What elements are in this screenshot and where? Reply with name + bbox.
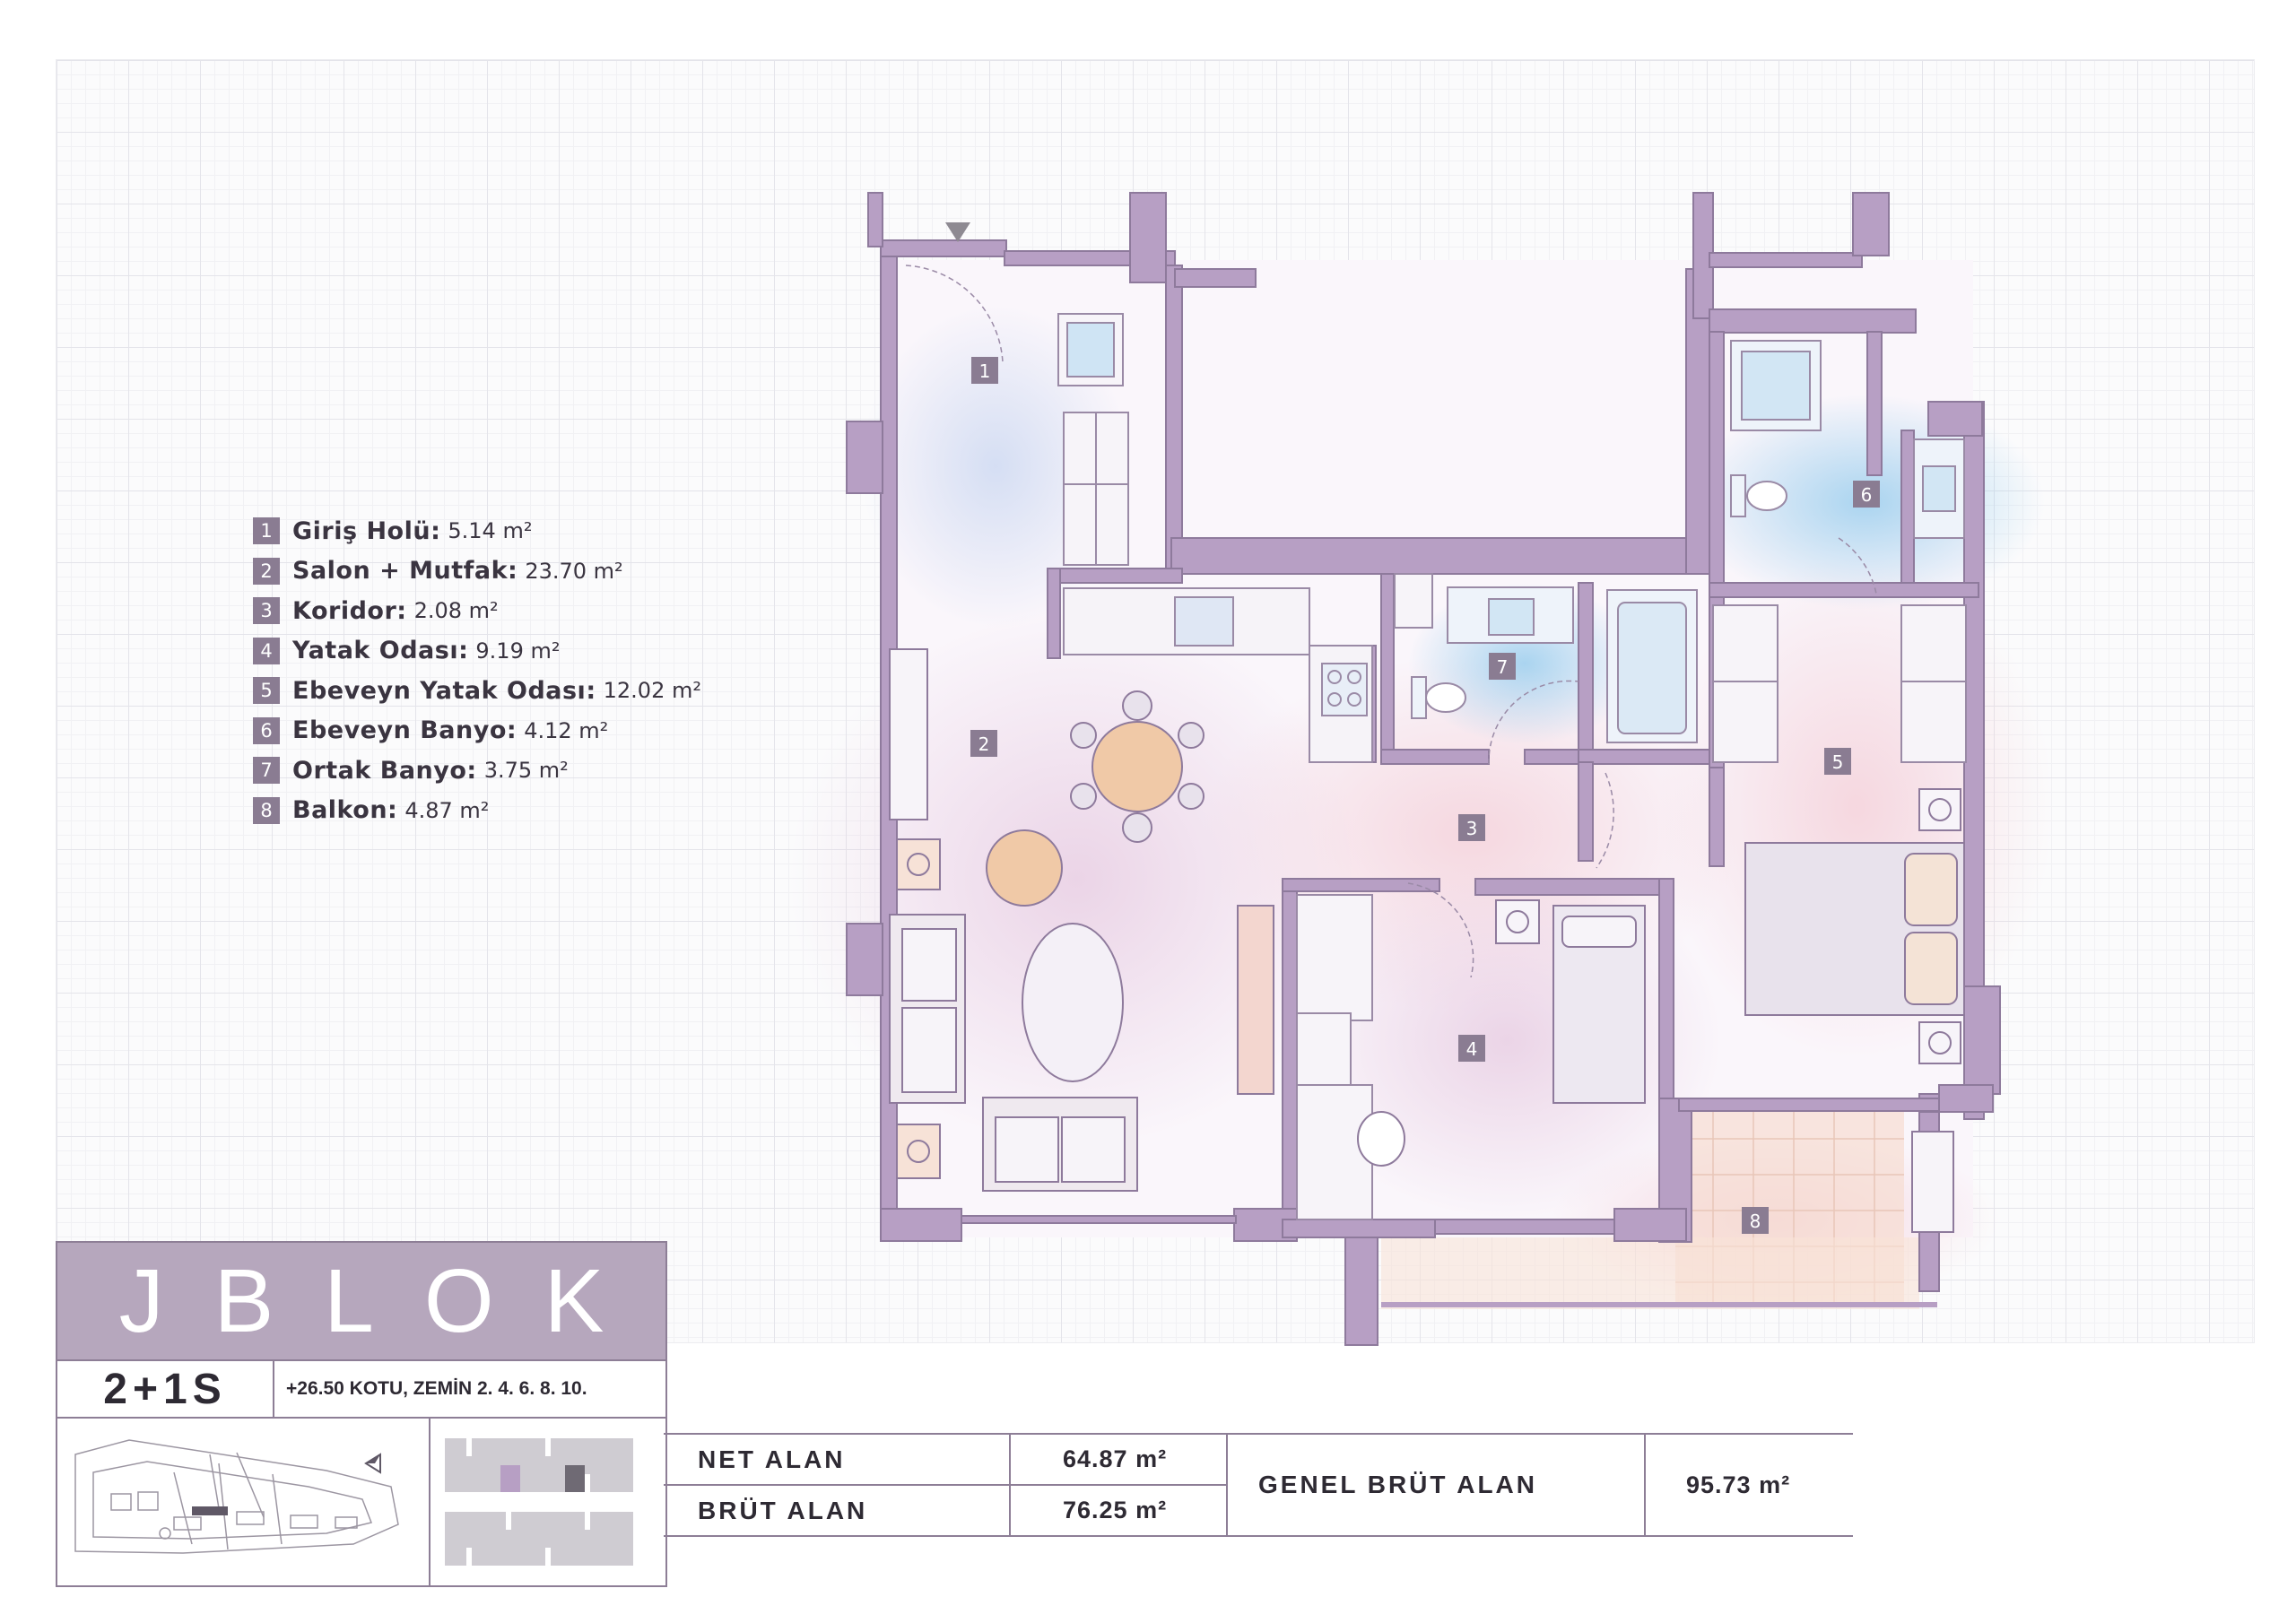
bath6-fixtures (1730, 340, 1965, 539)
plan-label: 7 (1497, 656, 1509, 678)
entry-arrow (945, 222, 970, 242)
plan-label: 1 (979, 360, 991, 382)
entry-cabinets (1057, 313, 1433, 629)
floor-key-map (430, 1419, 665, 1585)
unit-type-row: 2+1S +26.50 KOTU, ZEMİN 2. 4. 6. 8. 10. (57, 1359, 665, 1419)
floor-map-drawing (445, 1438, 633, 1566)
plan-label-box (971, 357, 998, 384)
legend-room-name: Yatak Odası: (292, 637, 469, 665)
plan-label: 6 (1861, 484, 1873, 506)
balcony-rail (1381, 1302, 1937, 1307)
legend-item: 3 Koridor:2.08 m² (253, 591, 701, 631)
legend-room-name: Giriş Holü: (292, 516, 441, 545)
table-divider (1226, 1435, 1228, 1535)
title-block: JBLOK 2+1S +26.50 KOTU, ZEMİN 2. 4. 6. 8… (56, 1241, 667, 1587)
plan-label: 3 (1466, 818, 1478, 839)
legend-room-name: Balkon: (292, 796, 398, 825)
legend-number: 2 (253, 557, 280, 585)
unit-type: 2+1S (57, 1361, 274, 1417)
legend-item: 5 Ebeveyn Yatak Odası: 12.02 m² (253, 671, 701, 711)
master-bed (1744, 788, 1965, 1064)
legend-room-area: 12.02 m² (603, 678, 701, 704)
balcony-strip (1381, 1237, 1919, 1309)
legend-item: 2 Salon + Mutfak: 23.70 m² (253, 551, 701, 592)
legend-item: 6 Ebeveyn Banyo: 4.12 m² (253, 711, 701, 751)
table-divider (1644, 1435, 1646, 1535)
legend-number: 1 (253, 517, 280, 545)
gross-area-label: BRÜT ALAN (698, 1496, 868, 1524)
single-bed (1237, 899, 1646, 1167)
legend-item: 8 Balkon:4.87 m² (253, 791, 701, 831)
legend-room-area: 23.70 m² (525, 558, 623, 584)
balcony-fixture (1911, 1131, 1954, 1233)
plan-label: 4 (1466, 1038, 1478, 1060)
legend-number: 4 (253, 637, 280, 664)
walls (846, 192, 2001, 1346)
plan-label: 5 (1832, 751, 1844, 773)
plan-label-group: 1 2 3 4 5 6 7 8 (970, 357, 1880, 1234)
legend-number: 5 (253, 677, 280, 705)
total-area-label: GENEL BRÜT ALAN (1258, 1471, 1537, 1498)
floor-levels: +26.50 KOTU, ZEMİN 2. 4. 6. 8. 10. (286, 1378, 587, 1399)
bath7-fixtures (1411, 586, 1698, 743)
key-maps (57, 1419, 665, 1585)
legend-number: 6 (253, 716, 280, 744)
table-divider (1009, 1435, 1011, 1535)
area-table: NET ALAN 64.87 m² BRÜT ALAN 76.25 m² GEN… (664, 1433, 1853, 1537)
legend-room-area: 5.14 m² (448, 518, 533, 544)
plan-label: 8 (1750, 1211, 1761, 1232)
legend-item: 4 Yatak Odası:9.19 m² (253, 631, 701, 672)
total-area-value: 95.73 m² (1686, 1471, 1791, 1498)
legend-room-name: Salon + Mutfak: (292, 557, 518, 586)
table-divider (664, 1484, 1226, 1486)
plan-label: 2 (978, 733, 990, 755)
legend-room-name: Ebeveyn Yatak Odası: (292, 676, 596, 705)
legend-item: 7 Ortak Banyo:3.75 m² (253, 751, 701, 791)
legend-room-area: 4.12 m² (524, 717, 609, 743)
legend-room-area: 4.87 m² (404, 797, 490, 823)
legend-number: 7 (253, 757, 280, 785)
block-name: JBLOK (118, 1250, 655, 1351)
legend-number: 3 (253, 597, 280, 625)
legend-room-area: 2.08 m² (413, 598, 499, 624)
net-area-label: NET ALAN (698, 1445, 846, 1473)
living-furniture (889, 648, 1205, 1192)
kitchen-counter (1063, 587, 1373, 763)
legend-number: 8 (253, 796, 280, 824)
site-map-drawing (74, 1439, 399, 1554)
room-legend: 1 Giriş Holü: 5.14 m² 2 Salon + Mutfak: 23.7… (253, 511, 701, 830)
legend-room-name: Ortak Banyo: (292, 756, 477, 785)
site-key-map (57, 1419, 430, 1585)
legend-room-name: Koridor: (292, 596, 407, 625)
legend-room-name: Ebeveyn Banyo: (292, 716, 517, 745)
doors (905, 265, 1877, 978)
legend-item: 1 Giriş Holü: 5.14 m² (253, 511, 701, 551)
block-title-band: JBLOK (57, 1243, 665, 1359)
wardrobes (1296, 604, 1967, 1220)
net-area-value: 64.87 m² (1063, 1445, 1168, 1472)
gross-area-value: 76.25 m² (1063, 1497, 1168, 1523)
legend-room-area: 3.75 m² (483, 758, 569, 784)
legend-room-area: 9.19 m² (475, 638, 561, 664)
